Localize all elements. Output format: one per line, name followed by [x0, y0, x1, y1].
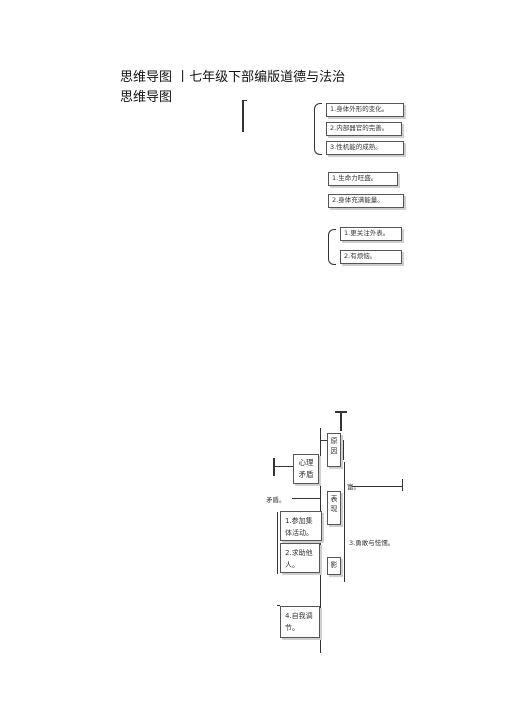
group1-brace	[314, 103, 322, 155]
label-contradiction: 矛盾。	[266, 496, 286, 504]
group3-brace	[328, 229, 336, 265]
brace-manifest	[344, 462, 345, 582]
pillar-effect: 影	[327, 557, 341, 575]
node-organs: 2.内部器官的完善。	[326, 122, 402, 136]
label-rich: 富。	[347, 483, 360, 491]
node-body-shape: 1.身体外形的变化。	[326, 103, 404, 117]
page-title: 思维导图 丨七年级下部编版道德与法治	[120, 70, 346, 85]
rich-end	[402, 479, 403, 491]
label-brave: 3.勇敢与怯懦。	[349, 539, 395, 547]
pillar-manifest: 表现	[327, 491, 341, 525]
node-maturity: 3.性机能的成熟。	[326, 141, 404, 155]
methods-brace	[277, 512, 278, 574]
left-stub-mark	[273, 458, 275, 476]
pillar-link	[320, 440, 327, 441]
rich-line	[352, 486, 402, 487]
bracket-left-mark	[242, 100, 244, 132]
method-group-activity: 1.参加集体活动。	[280, 511, 322, 541]
top-stem-v	[340, 411, 342, 431]
method-self-adjust: 4.自我调节。	[280, 606, 320, 638]
pillar-reason-tick	[343, 440, 344, 460]
self-adjust-link	[277, 605, 280, 606]
pillar-reason: 原因	[327, 433, 341, 467]
node-worries: 2.有烦恼。	[340, 250, 402, 264]
method-ask-help: 2.求助他人。	[280, 543, 320, 573]
node-vitality: 1.生命力旺盛。	[328, 172, 398, 186]
bracket-left-tick	[242, 100, 247, 101]
page-subtitle: 思维导图	[120, 90, 173, 105]
node-appearance: 1.更关注外表。	[340, 227, 402, 241]
contradiction-line	[292, 498, 320, 499]
arrow-to-center	[275, 466, 293, 467]
center-node: 心理矛盾	[293, 454, 319, 484]
node-energy: 2.身体充满能量。	[328, 194, 404, 208]
